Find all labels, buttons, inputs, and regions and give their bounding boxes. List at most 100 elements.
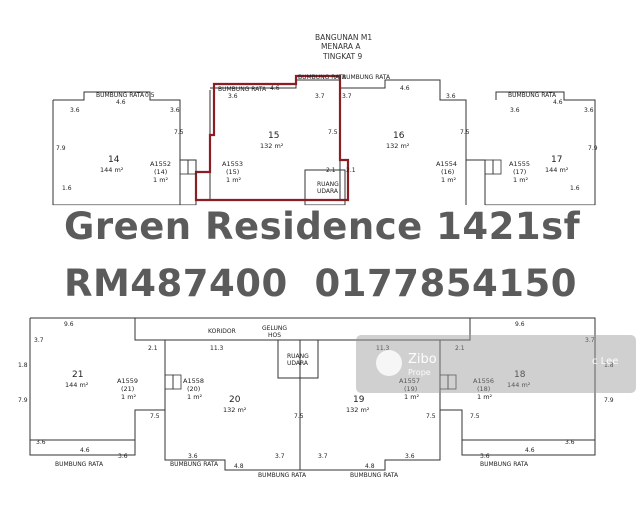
ad-price-phone: RM487400 0177854150 xyxy=(64,262,577,305)
svg-text:7.5: 7.5 xyxy=(460,129,470,136)
roof-label-21: BUMBUNG RATA xyxy=(55,461,104,468)
svg-text:2.1: 2.1 xyxy=(346,167,356,174)
air-well-upper-label-1: RUANG xyxy=(317,181,339,188)
svg-text:3.7: 3.7 xyxy=(315,93,325,100)
watermark-agent: c Lee xyxy=(592,356,619,367)
unit-area: 132 m² xyxy=(346,406,370,414)
svg-text:11.3: 11.3 xyxy=(210,345,224,352)
svg-text:3.6: 3.6 xyxy=(170,107,180,114)
header-building: BANGUNAN M1 xyxy=(315,33,372,42)
roof-label-top-b: BUMBUNG RATA xyxy=(342,74,391,81)
svg-text:7.9: 7.9 xyxy=(604,397,614,404)
unit-code-sub: (17) xyxy=(513,168,526,176)
unit-number: 17 xyxy=(551,155,562,165)
unit-code: A1559 xyxy=(117,377,138,385)
svg-text:4.8: 4.8 xyxy=(234,463,244,470)
unit-number: 15 xyxy=(268,131,279,141)
roof-label-bot-b: BUMBUNG RATA xyxy=(350,472,399,479)
unit-area: 144 m² xyxy=(65,381,89,389)
svg-text:3.6: 3.6 xyxy=(70,107,80,114)
svg-text:3.6: 3.6 xyxy=(446,93,456,100)
svg-text:3.6: 3.6 xyxy=(36,439,46,446)
unit-18: 18 144 m² A1556 (18) 1 m² xyxy=(473,370,531,401)
unit-area: 144 m² xyxy=(545,166,569,174)
unit-code-sub: (21) xyxy=(121,385,134,393)
air-well-lower-label-1: RUANG xyxy=(287,353,309,360)
unit-15: 15 132 m² A1553 (15) 1 m² xyxy=(222,131,284,184)
unit-code-sub: (14) xyxy=(154,168,167,176)
svg-text:3.6: 3.6 xyxy=(228,93,238,100)
header-floor: TINGKAT 9 xyxy=(322,52,363,61)
unit-code-area: 1 m² xyxy=(477,393,493,401)
roof-label-15: BUMBUNG RATA xyxy=(218,86,267,93)
unit-21: 21 144 m² A1559 (21) 1 m² xyxy=(65,370,138,401)
svg-text:4.6: 4.6 xyxy=(270,85,280,92)
svg-text:7.9: 7.9 xyxy=(56,145,66,152)
svg-text:4.8: 4.8 xyxy=(365,463,375,470)
svg-text:11.3: 11.3 xyxy=(376,345,390,352)
ad-banner xyxy=(0,205,636,313)
hose-reel-label-2: HOS xyxy=(268,332,281,339)
unit-code-sub: (20) xyxy=(187,385,200,393)
unit-20: 20 132 m² A1558 (20) 1 m² xyxy=(183,377,247,414)
svg-text:4.6: 4.6 xyxy=(553,99,563,106)
watermark-brand: Zibo xyxy=(408,352,437,367)
unit-code-area: 1 m² xyxy=(226,176,242,184)
unit-code: A1553 xyxy=(222,160,243,168)
unit-code-area: 1 m² xyxy=(121,393,137,401)
unit-16-wall xyxy=(340,79,486,205)
unit-code-sub: (16) xyxy=(441,168,454,176)
svg-text:2.1: 2.1 xyxy=(326,167,336,174)
svg-text:1.8: 1.8 xyxy=(604,362,614,369)
svg-text:3.6: 3.6 xyxy=(405,453,415,460)
ad-title: Green Residence 1421sf xyxy=(64,205,581,248)
svg-text:2.1: 2.1 xyxy=(148,345,158,352)
unit-code: A1556 xyxy=(473,377,494,385)
unit-code: A1554 xyxy=(436,160,457,168)
svg-text:3.6: 3.6 xyxy=(118,453,128,460)
unit-code-area: 1 m² xyxy=(187,393,203,401)
svg-text:7.9: 7.9 xyxy=(588,145,598,152)
svg-text:3.7: 3.7 xyxy=(318,453,328,460)
svg-text:7.5: 7.5 xyxy=(328,129,338,136)
unit-code-area: 1 m² xyxy=(441,176,457,184)
roof-label-18: BUMBUNG RATA xyxy=(480,461,529,468)
header-tower: MENARA A xyxy=(321,42,361,51)
svg-text:3.6: 3.6 xyxy=(565,439,575,446)
unit-17: 17 144 m² A1555 (17) 1 m² xyxy=(509,155,569,184)
unit-number: 14 xyxy=(108,155,120,165)
unit-19-wall xyxy=(300,340,441,471)
svg-text:0.5: 0.5 xyxy=(145,92,155,99)
roof-label-top-a: BUMBUNG RATA xyxy=(298,74,347,81)
svg-text:4.6: 4.6 xyxy=(80,447,90,454)
svg-text:3.7: 3.7 xyxy=(275,453,285,460)
svg-text:1.6: 1.6 xyxy=(62,185,72,192)
svg-text:4.6: 4.6 xyxy=(116,99,126,106)
svg-text:1.8: 1.8 xyxy=(18,362,28,369)
corridor-label: KORIDOR xyxy=(208,328,236,335)
svg-text:3.6: 3.6 xyxy=(584,107,594,114)
svg-text:3.7: 3.7 xyxy=(342,93,352,100)
svg-text:3.7: 3.7 xyxy=(585,337,595,344)
svg-text:7.5: 7.5 xyxy=(426,413,436,420)
unit-15-highlight xyxy=(194,74,350,202)
svg-text:2.1: 2.1 xyxy=(455,345,465,352)
svg-text:3.6: 3.6 xyxy=(188,453,198,460)
air-well-lower-label-2: UDARA xyxy=(287,360,309,367)
unit-19: 19 132 m² A1557 (19) 1 m² xyxy=(346,377,420,414)
unit-code-area: 1 m² xyxy=(404,393,420,401)
unit-area: 132 m² xyxy=(223,406,247,414)
unit-area: 132 m² xyxy=(386,142,410,150)
svg-text:7.5: 7.5 xyxy=(150,413,160,420)
watermark-sub: Prope xyxy=(408,368,431,377)
unit-21-wall xyxy=(29,317,166,456)
unit-number: 20 xyxy=(229,395,241,405)
unit-code-area: 1 m² xyxy=(153,176,169,184)
unit-number: 18 xyxy=(514,370,526,380)
svg-text:9.6: 9.6 xyxy=(64,321,74,328)
svg-text:3.6: 3.6 xyxy=(510,107,520,114)
dimensions: 3.6 4.6 0.5 3.6 7.9 7.5 1.6 3.6 4.6 3.7 … xyxy=(18,85,614,470)
unit-number: 19 xyxy=(353,395,365,405)
unit-14: 14 144 m² A1552 (14) 1 m² xyxy=(100,155,171,184)
